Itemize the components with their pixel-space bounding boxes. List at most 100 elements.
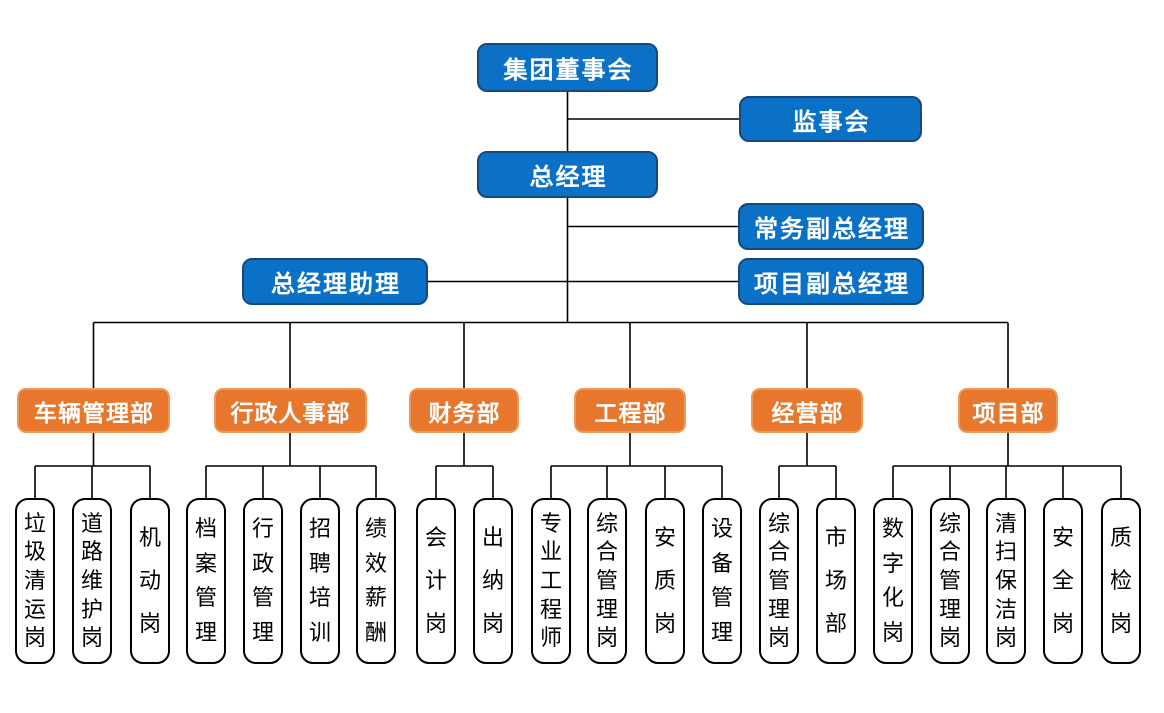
- position-label-char: 政: [251, 550, 274, 576]
- position-label-char: 字: [881, 550, 904, 576]
- node-label: 监事会: [792, 108, 871, 136]
- position-label-char: 全: [1051, 568, 1074, 593]
- position-node: 设备管理: [702, 498, 742, 664]
- department-label: 项目部: [972, 399, 1045, 426]
- position-label-char: 综: [767, 510, 790, 536]
- position-node: 市场部: [816, 498, 856, 664]
- position-node: 综合管理岗: [587, 498, 627, 664]
- position-label-char: 培: [308, 585, 331, 611]
- position-node: 综合管理岗: [930, 498, 970, 664]
- position-label-char: 聘: [308, 550, 331, 576]
- position-node: 档案管理: [186, 498, 226, 664]
- position-label-char: 酬: [364, 619, 387, 645]
- position-label-char: 场: [824, 568, 847, 593]
- position-label-char: 薪: [364, 585, 387, 611]
- node-project-deputy-gm: 项目副总经理: [738, 258, 924, 305]
- position-label-char: 市: [824, 525, 847, 550]
- position-label-char: 岗: [138, 611, 161, 636]
- position-label-char: 岗: [767, 625, 790, 651]
- position-node: 数字化岗: [873, 498, 913, 664]
- position-label-char: 综: [938, 510, 961, 536]
- position-label-char: 训: [308, 619, 331, 645]
- position-label-char: 扫: [994, 539, 1017, 565]
- position-label-char: 机: [138, 525, 161, 550]
- position-node: 垃圾清运岗: [15, 498, 55, 664]
- position-label-char: 岗: [653, 611, 676, 636]
- position-label-char: 备: [710, 550, 733, 576]
- node-label: 集团董事会: [503, 57, 634, 84]
- position-label-char: 效: [364, 550, 387, 576]
- position-label-char: 路: [80, 539, 103, 565]
- position-label-char: 岗: [424, 611, 447, 636]
- node-supervisory-board: 监事会: [739, 96, 922, 142]
- position-label-char: 档: [194, 516, 217, 542]
- position-label-char: 运: [23, 596, 46, 622]
- position-label-char: 纳: [481, 568, 504, 593]
- position-label-char: 质: [653, 568, 676, 593]
- position-label-char: 出: [481, 525, 504, 550]
- position-label-char: 师: [539, 625, 562, 651]
- node-board-of-directors: 集团董事会: [477, 43, 658, 92]
- position-label-char: 垃: [23, 510, 46, 536]
- department-node: 项目部: [958, 388, 1058, 433]
- position-label-char: 洁: [994, 596, 1017, 622]
- position-label-char: 岗: [994, 625, 1017, 651]
- position-label-char: 综: [595, 510, 618, 536]
- position-node: 会计岗: [416, 498, 456, 664]
- node-label: 总经理: [529, 164, 608, 191]
- position-node: 安全岗: [1043, 498, 1083, 664]
- position-label-char: 合: [595, 539, 618, 565]
- node-gm-assistant: 总经理助理: [242, 258, 428, 305]
- position-label-char: 管: [595, 567, 618, 593]
- position-node: 行政管理: [243, 498, 283, 664]
- department-node: 行政人事部: [213, 388, 367, 433]
- position-label-char: 专: [539, 510, 562, 536]
- position-label-char: 理: [194, 619, 217, 645]
- position-label-char: 会: [424, 525, 447, 550]
- position-node: 质检岗: [1101, 498, 1141, 664]
- position-label-char: 业: [539, 539, 562, 565]
- department-label: 行政人事部: [230, 399, 351, 426]
- department-label: 工程部: [594, 399, 667, 426]
- position-label-char: 岗: [1109, 611, 1132, 636]
- position-label-char: 管: [710, 585, 733, 611]
- position-label-char: 圾: [23, 539, 46, 565]
- department-node: 工程部: [574, 388, 686, 433]
- position-node: 安质岗: [645, 498, 685, 664]
- position-node: 专业工程师: [531, 498, 571, 664]
- position-label-char: 安: [1051, 525, 1074, 550]
- position-label-char: 保: [994, 567, 1017, 593]
- position-label-char: 岗: [481, 611, 504, 636]
- node-label: 项目副总经理: [754, 271, 910, 298]
- position-label-char: 管: [194, 585, 217, 611]
- department-label: 财务部: [428, 399, 501, 426]
- position-label-char: 绩: [364, 516, 387, 542]
- node-label: 总经理助理: [271, 271, 401, 298]
- position-node: 清扫保洁岗: [986, 498, 1026, 664]
- position-label-char: 护: [80, 596, 103, 622]
- position-label-char: 质: [1109, 525, 1132, 550]
- position-label-char: 岗: [80, 625, 103, 651]
- position-label-char: 清: [23, 567, 46, 593]
- connector-path: [34, 92, 1122, 498]
- position-label-char: 计: [424, 568, 447, 593]
- position-label-char: 行: [251, 516, 274, 542]
- position-label-char: 维: [80, 567, 103, 593]
- position-label-char: 合: [938, 539, 961, 565]
- department-node: 经营部: [751, 388, 863, 433]
- department-node: 车辆管理部: [17, 388, 170, 433]
- position-label-char: 程: [539, 596, 562, 622]
- position-label-char: 岗: [595, 625, 618, 651]
- position-label-char: 岗: [1051, 611, 1074, 636]
- position-node: 机动岗: [130, 498, 170, 664]
- position-label-char: 工: [539, 567, 562, 593]
- position-label-char: 管: [938, 567, 961, 593]
- position-label-char: 岗: [881, 619, 904, 645]
- position-label-char: 检: [1109, 568, 1132, 593]
- position-label-char: 管: [767, 567, 790, 593]
- position-label-char: 数: [881, 516, 904, 542]
- position-label-char: 理: [938, 596, 961, 622]
- position-label-char: 岗: [938, 625, 961, 651]
- position-label-char: 岗: [23, 625, 46, 651]
